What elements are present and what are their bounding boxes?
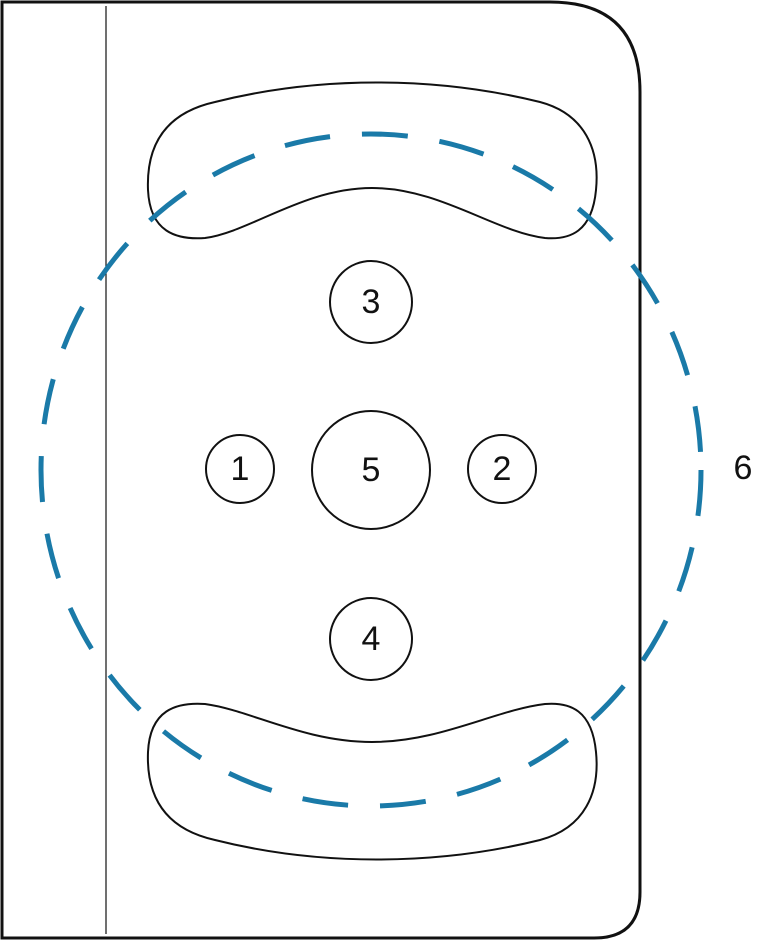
pad-3-label: 3 — [362, 283, 381, 321]
pad-1-label: 1 — [231, 450, 250, 488]
bottom-curved-pad — [146, 702, 598, 861]
top-curved-pad — [146, 81, 598, 240]
dashed-ring — [38, 131, 704, 809]
pad-2-circle — [467, 434, 537, 504]
panel-outline — [0, 0, 642, 940]
pad-5-label: 5 — [362, 451, 381, 489]
pad-4-label: 4 — [362, 620, 381, 658]
pad-4-circle — [329, 597, 413, 681]
pad-3-circle — [329, 260, 413, 344]
ring-6-label: 6 — [734, 449, 753, 487]
pad-1-circle — [205, 434, 275, 504]
pad-2-label: 2 — [493, 450, 512, 488]
pad-5-circle — [311, 410, 431, 530]
